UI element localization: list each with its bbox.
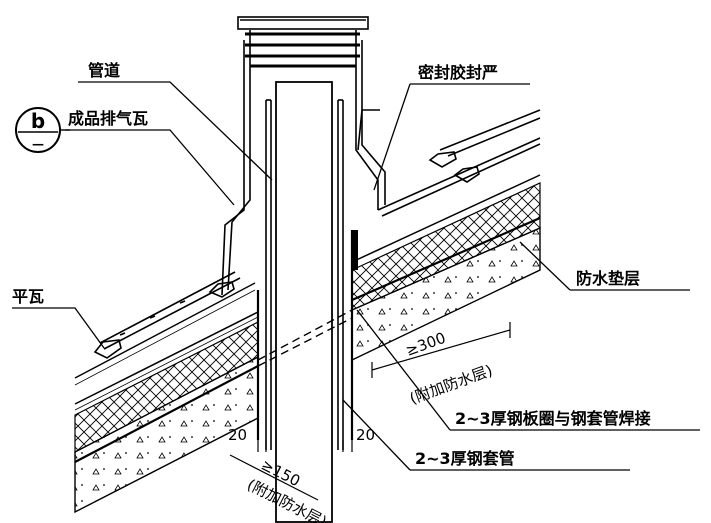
sealant-bead <box>352 230 358 270</box>
leader-steel-ring <box>356 309 451 431</box>
right-screed-line <box>351 174 541 263</box>
right-flat-tiles <box>377 109 541 217</box>
leader-vent-tile <box>65 129 235 206</box>
label-steel-sleeve: 2~3厚钢套管 <box>415 449 515 468</box>
detail-marker-sub: — <box>32 137 44 151</box>
leader-lines <box>12 81 700 471</box>
label-pipe: 管道 <box>88 61 120 80</box>
vent-pipe <box>275 81 333 523</box>
leader-flat-tile <box>12 307 105 349</box>
leader-underlay <box>519 241 571 291</box>
pipe-assembly <box>256 81 358 523</box>
left-screed-line <box>74 311 259 405</box>
label-vent-tile: 成品排气瓦 <box>68 109 148 128</box>
left-bottom-membrane <box>74 365 259 463</box>
left-flat-tiles <box>93 271 241 359</box>
left-tile-line <box>74 282 256 379</box>
label-waterproof-underlay: 防水垫层 <box>576 269 640 288</box>
leader-pipe <box>78 81 273 181</box>
label-steel-ring-weld: 2~3厚钢板圈与钢套管焊接 <box>455 409 651 428</box>
right-membrane-line <box>351 216 541 302</box>
membrane-dashed <box>257 309 353 361</box>
detail-marker-letter: b <box>31 109 45 133</box>
left-tile-line-2 <box>74 289 256 386</box>
dim-ge300: ≥300 <box>403 329 448 360</box>
left-roof-section <box>74 271 259 514</box>
dim-gap-left: 20 <box>228 426 247 444</box>
right-roof-section <box>351 109 541 362</box>
leader-steel-sleeve <box>342 399 411 471</box>
vent-tile-hood <box>221 16 386 296</box>
dim-gap-right: 20 <box>356 426 375 444</box>
detail-marker: b — <box>15 107 70 153</box>
label-flat-tile: 平瓦 <box>12 287 44 306</box>
label-sealant: 密封胶封严 <box>417 63 498 82</box>
dim-additional-layer-2: (附加防水层) <box>407 361 495 408</box>
left-underlay-line <box>74 316 259 411</box>
leader-sealant <box>373 83 411 191</box>
